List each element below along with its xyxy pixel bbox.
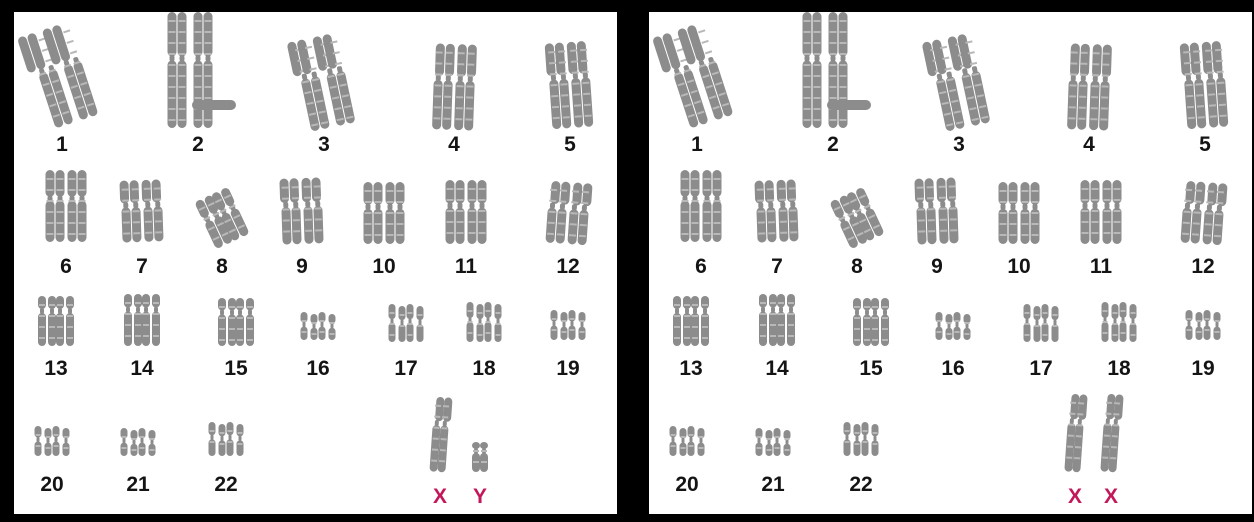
chromosome-pair-22 (844, 422, 879, 456)
chromosome-pair-8 (829, 187, 885, 250)
karyotype-panel-male: 12345678910111213141516171819202122XY (14, 12, 617, 514)
chromosome-label: 14 (112, 358, 172, 380)
chromosome-arm (827, 100, 871, 110)
chromosome-pair-3 (287, 32, 356, 133)
chromosome-pair-21 (756, 428, 791, 456)
chromosome-pair-5 (1180, 41, 1229, 130)
chromosome-label: 12 (538, 256, 598, 278)
chromosome-pair-1 (17, 21, 99, 131)
chromosome-label: 9 (272, 256, 332, 278)
chromosome-label: 10 (989, 256, 1049, 278)
chromosome-pair-15 (218, 298, 254, 346)
chromosome-pair-18 (467, 302, 502, 342)
chromosome-pair-10 (999, 182, 1040, 244)
chromosome-pair-6 (681, 170, 722, 242)
chromosome-label: 22 (831, 474, 891, 496)
chromosome-label: 18 (1089, 358, 1149, 380)
chromosome-pair-8 (194, 187, 250, 250)
chromosome-label: 16 (923, 358, 983, 380)
sex-chromosome-label: X (1081, 486, 1141, 508)
chromosome-label: 7 (112, 256, 172, 278)
chromosome-pair-3 (922, 32, 991, 133)
chromosome-arm (192, 100, 236, 110)
chromosome-pair-20 (35, 426, 70, 456)
chromosome-pair-19 (551, 310, 586, 340)
chromosome-label: 11 (1071, 256, 1131, 278)
chromosome-pair-19 (1186, 310, 1221, 340)
chromosome-label: 5 (1175, 134, 1235, 156)
chromosome-pair-22 (209, 422, 244, 456)
chromosome-label: 4 (1059, 134, 1119, 156)
chromosome-pair-5 (545, 41, 594, 130)
chromosome-label: 9 (907, 256, 967, 278)
karyotype-panel-female: 12345678910111213141516171819202122XX (649, 12, 1252, 514)
chromosome-label: 7 (747, 256, 807, 278)
chromosome-pair-9 (279, 177, 323, 244)
chromosome-pair-2 (803, 12, 848, 128)
chromosome-pair-16 (301, 312, 336, 340)
chromosome-label: 20 (22, 474, 82, 496)
chromosome-label: 10 (354, 256, 414, 278)
chromosome-label: 13 (26, 358, 86, 380)
chromosome-label: 17 (376, 358, 436, 380)
chromosome-label: 13 (661, 358, 721, 380)
chromosome-label: 2 (168, 134, 228, 156)
chromosome-pair-10 (364, 182, 405, 244)
chromosome-pair-4 (1067, 43, 1112, 130)
chromosome-pair-14 (124, 294, 160, 346)
chromosome-pair-16 (936, 312, 971, 340)
sex-chromosome (472, 442, 488, 472)
chromosome-label: 21 (743, 474, 803, 496)
chromosome-label: 20 (657, 474, 717, 496)
chromosome-pair-18 (1102, 302, 1137, 342)
chromosome-pair-7 (119, 179, 163, 242)
chromosome-label: 19 (1173, 358, 1233, 380)
chromosome-label: 21 (108, 474, 168, 496)
chromosome-label: 14 (747, 358, 807, 380)
chromosome-label: 22 (196, 474, 256, 496)
sex-chromosome (1100, 394, 1123, 473)
chromosome-pair-14 (759, 294, 795, 346)
chromosome-label: 3 (294, 134, 354, 156)
chromosome-pair-13 (38, 296, 74, 346)
chromosome-label: 19 (538, 358, 598, 380)
chromosome-label: 2 (803, 134, 863, 156)
sex-chromosome (1064, 394, 1087, 473)
chromosome-label: 18 (454, 358, 514, 380)
chromosome-label: 15 (841, 358, 901, 380)
chromosome-pair-21 (121, 428, 156, 456)
chromosome-pair-17 (1024, 304, 1059, 342)
chromosome-pair-17 (389, 304, 424, 342)
chromosome-pair-7 (754, 179, 798, 242)
sex-chromosome-label: Y (450, 486, 510, 508)
chromosome-pair-6 (46, 170, 87, 242)
chromosome-label: 1 (667, 134, 727, 156)
chromosome-label: 15 (206, 358, 266, 380)
chromosome-pair-4 (432, 43, 477, 130)
chromosome-pair-1 (652, 21, 734, 131)
chromosome-label: 5 (540, 134, 600, 156)
chromosome-pair-12 (1180, 181, 1227, 246)
chromosome-label: 3 (929, 134, 989, 156)
sex-chromosome (429, 397, 452, 473)
chromosome-label: 8 (827, 256, 887, 278)
chromosome-pair-12 (545, 181, 592, 246)
chromosome-pair-13 (673, 296, 709, 346)
chromosome-label: 8 (192, 256, 252, 278)
chromosome-pair-20 (670, 426, 705, 456)
chromosome-label: 6 (36, 256, 96, 278)
chromosome-label: 12 (1173, 256, 1233, 278)
chromosome-label: 4 (424, 134, 484, 156)
chromosome-pair-11 (1081, 180, 1122, 244)
chromosome-pair-15 (853, 298, 889, 346)
chromosome-label: 16 (288, 358, 348, 380)
chromosome-pair-11 (446, 180, 487, 244)
chromosome-label: 6 (671, 256, 731, 278)
chromosome-label: 11 (436, 256, 496, 278)
chromosome-label: 1 (32, 134, 92, 156)
chromosome-pair-9 (914, 177, 958, 244)
chromosome-label: 17 (1011, 358, 1071, 380)
chromosome-pair-2 (168, 12, 213, 128)
